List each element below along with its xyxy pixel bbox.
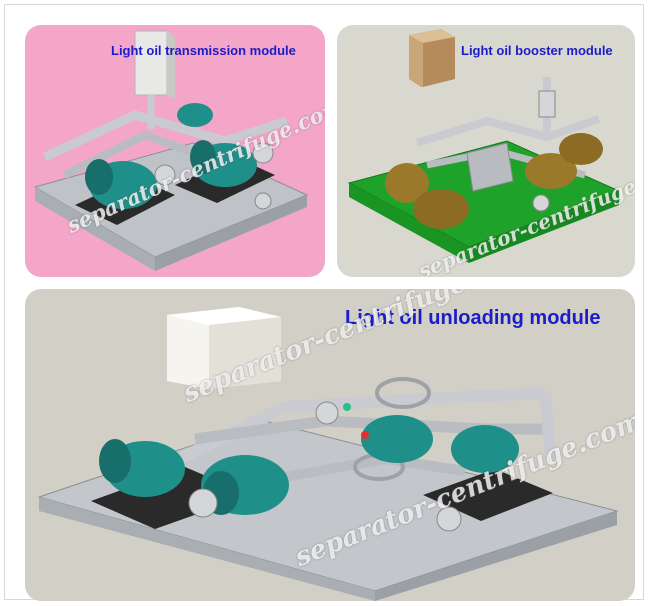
booster-module-panel: Light oil booster module separator-centr… xyxy=(337,25,635,277)
image-frame: Light oil transmission module separator-… xyxy=(4,4,644,601)
booster-module-render xyxy=(347,29,621,263)
unloading-module-render xyxy=(37,307,619,601)
booster-module-title: Light oil booster module xyxy=(461,43,613,58)
transmission-module-render xyxy=(33,30,309,271)
transmission-module-title: Light oil transmission module xyxy=(111,43,296,58)
unloading-module-title: Light oil unloading module xyxy=(345,307,601,329)
unloading-module-panel: Light oil unloading module separator-cen… xyxy=(25,289,635,601)
transmission-module-panel: Light oil transmission module separator-… xyxy=(25,25,325,277)
